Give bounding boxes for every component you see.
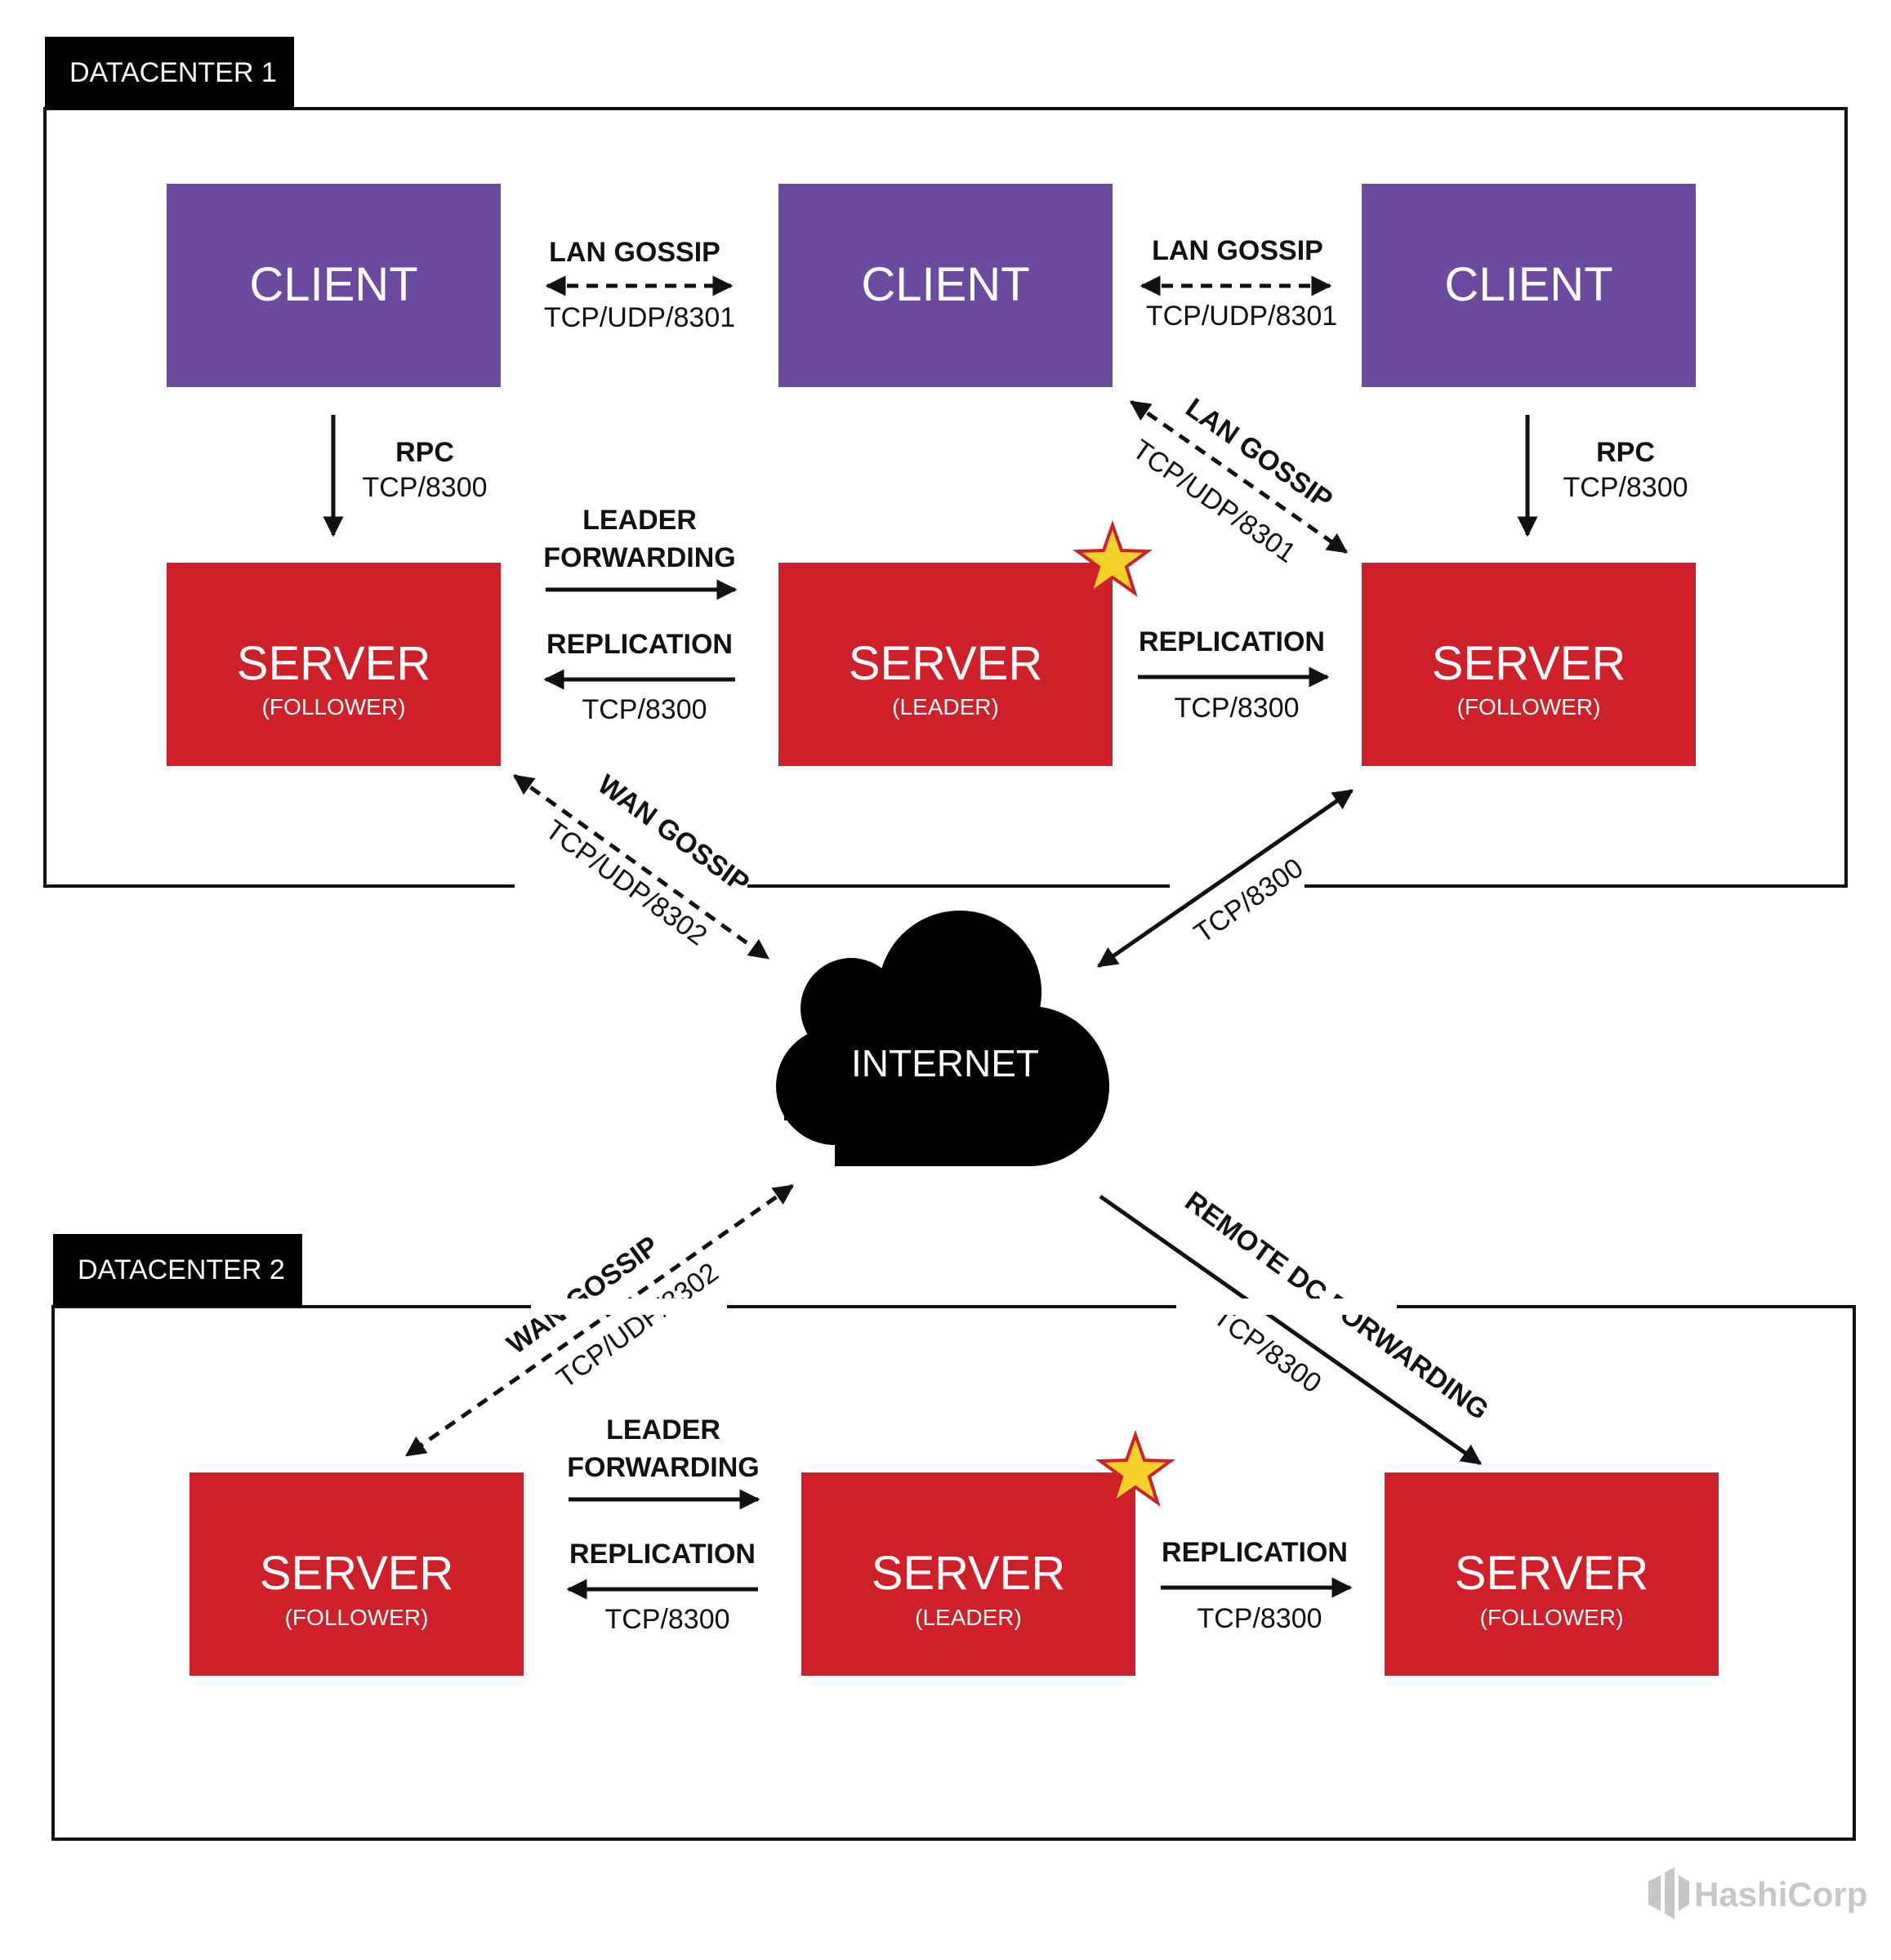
frame-gap-remote-dc2 [1176,1298,1397,1315]
client-node-1-label: CLIENT [249,258,417,311]
datacenter-2-label: DATACENTER 2 [78,1254,285,1285]
datacenter-1: DATACENTER 1 CLIENT CLIENT CLIENT SERVER… [43,37,1848,888]
datacenter-1-label: DATACENTER 1 [69,57,277,88]
dc2-server-leader-title: SERVER [872,1547,1065,1600]
lan-gossip-left-port: TCP/UDP/8301 [544,302,735,333]
dc1-server-leader-role: (LEADER) [892,694,999,719]
dc2-replication-left-port: TCP/8300 [604,1604,729,1635]
hashicorp-logo-icon [1648,1867,1689,1919]
wan-gossip-dc1-arrow [512,773,770,960]
dc1-server-follower-left [167,563,501,766]
rpc-left-name: RPC [395,437,454,468]
lan-gossip-right-port: TCP/UDP/8301 [1146,301,1337,332]
client-node-3-label: CLIENT [1444,258,1612,311]
replication-right-port: TCP/8300 [1174,693,1299,724]
dc2-replication-left-name: REPLICATION [569,1539,756,1570]
leader-star-icon [1095,1430,1175,1508]
lan-gossip-diagonal-arrow [1129,399,1349,555]
client-node-2 [778,184,1113,387]
cloud-icon [776,911,1109,1166]
hashicorp-logo-text: HashiCorp [1694,1875,1867,1913]
lan-gossip-right-name: LAN GOSSIP [1152,235,1323,266]
replication-right-name: REPLICATION [1139,626,1325,657]
replication-left-name: REPLICATION [546,629,733,660]
dc1-server-left-role: (FOLLOWER) [262,694,406,719]
dc2-server-left-role: (FOLLOWER) [285,1605,429,1630]
dc2-server-left-title: SERVER [260,1547,453,1600]
leader-forwarding-line2: FORWARDING [543,542,735,573]
tcp-dc1-arrow [1096,788,1354,969]
dc1-server-left-title: SERVER [237,637,430,690]
dc1-server-right-role: (FOLLOWER) [1457,694,1601,719]
remote-dc-forwarding-arrow [1099,1194,1483,1466]
dc2-server-right-title: SERVER [1455,1547,1648,1600]
datacenter-2: DATACENTER 2 SERVER (FOLLOWER) SERVER (L… [51,1234,1856,1841]
lan-gossip-left-name: LAN GOSSIP [549,237,720,268]
wan-gossip-dc2-arrow [404,1183,795,1458]
rpc-right-name: RPC [1596,437,1655,468]
datacenter-2-tab [53,1234,302,1307]
rpc-right-port: TCP/8300 [1563,472,1688,503]
dc2-replication-right-port: TCP/8300 [1197,1603,1322,1634]
datacenter-1-tab [45,37,294,109]
datacenter-1-frame [43,107,1848,888]
dc1-server-leader-title: SERVER [849,637,1042,690]
dc2-leader-forwarding-line2: FORWARDING [567,1452,759,1483]
client-node-3 [1362,184,1696,387]
dc1-server-leader [778,563,1113,766]
client-node-1 [167,184,501,387]
client-node-2-label: CLIENT [861,258,1029,311]
rpc-left-port: TCP/8300 [362,472,487,503]
internet-label: INTERNET [851,1042,1039,1085]
leader-forwarding-line1: LEADER [582,505,697,536]
hashicorp-logo: HashiCorp [1648,1867,1867,1919]
wan-gossip-dc2-port: TCP/UDP/8302 [551,1257,725,1394]
dc2-server-leader [801,1472,1135,1676]
dc2-server-right-role: (FOLLOWER) [1480,1605,1624,1630]
dc2-server-follower-right [1385,1472,1719,1676]
dc1-server-right-title: SERVER [1432,637,1626,690]
dc2-server-leader-role: (LEADER) [915,1605,1022,1630]
replication-left-port: TCP/8300 [582,694,707,725]
dc2-server-follower-left [190,1472,524,1676]
internet: INTERNET WAN GOSSIP TCP/UDP/8302 TCP/830… [404,768,1494,1466]
dc2-leader-forwarding-line1: LEADER [606,1414,720,1446]
datacenter-2-frame [51,1305,1856,1841]
dc1-server-follower-right [1362,563,1696,766]
frame-gap-wan-dc2 [531,1298,727,1315]
tcp-dc1-port: TCP/8300 [1189,853,1309,950]
dc2-replication-right-name: REPLICATION [1162,1537,1348,1568]
